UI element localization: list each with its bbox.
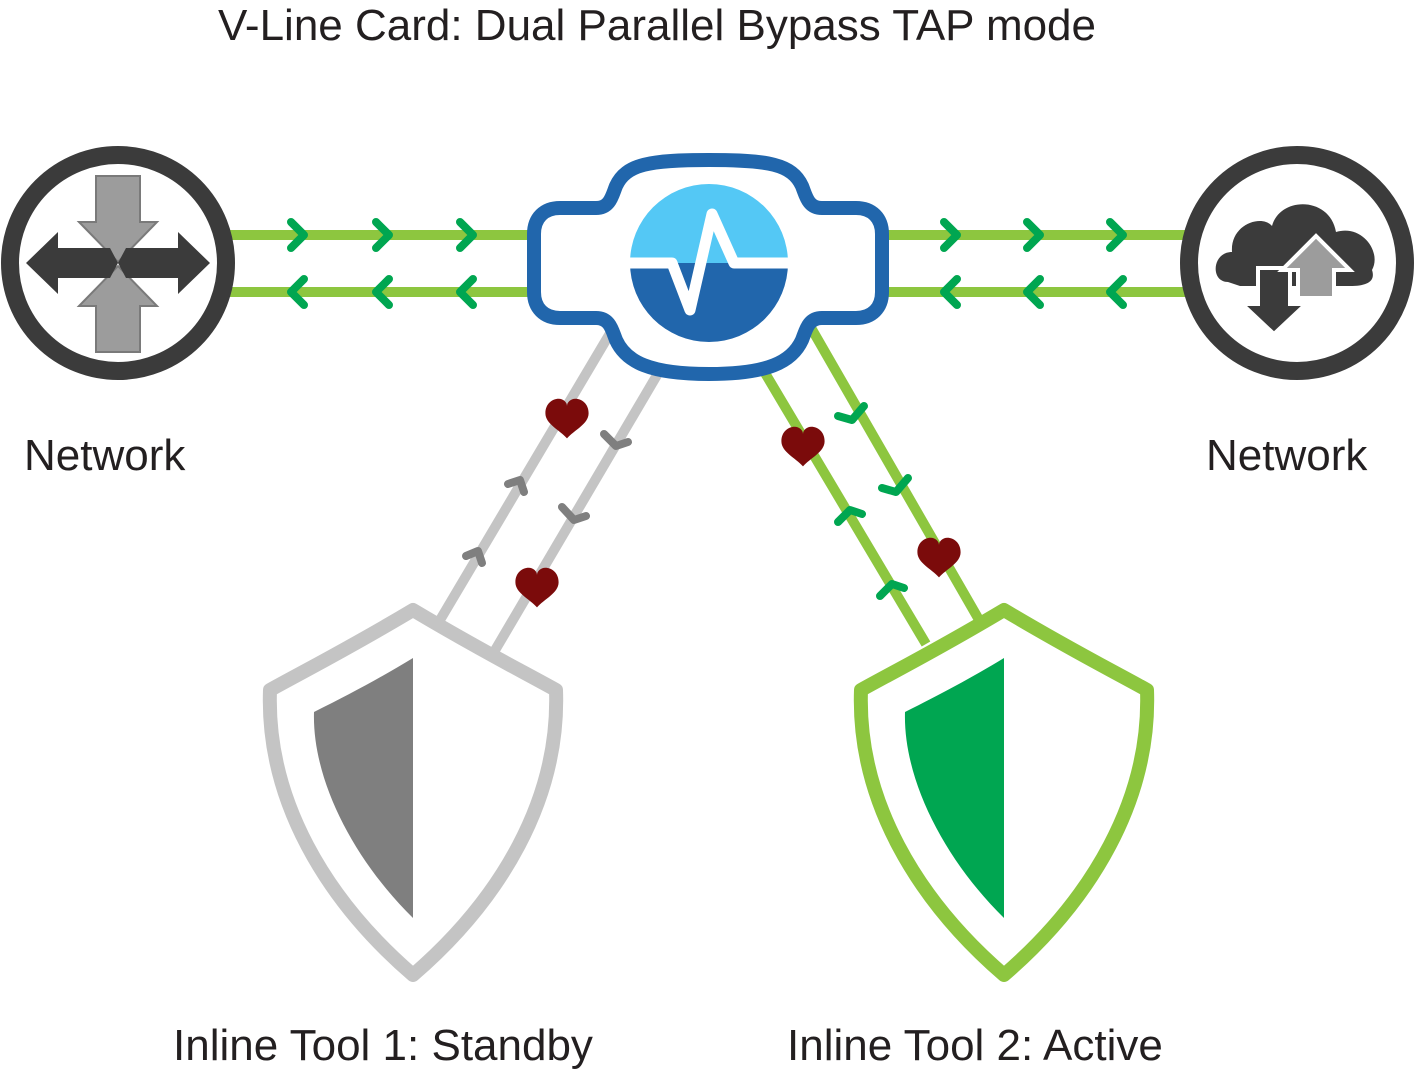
network-left-label: Network: [24, 431, 186, 480]
chevrons-right-right: [940, 218, 1127, 309]
chevrons-tool2: [834, 402, 912, 600]
tool1-label: Inline Tool 1: Standby: [173, 1021, 593, 1070]
link-card-to-tool1: [435, 327, 665, 655]
diagram-title: V-Line Card: Dual Parallel Bypass TAP mo…: [218, 1, 1097, 50]
tool2-shield: [853, 603, 1155, 982]
shield-icon: [262, 603, 564, 982]
chevrons-tool1: [462, 430, 632, 567]
link-card-to-tool2: [757, 323, 983, 647]
shield-icon: [853, 603, 1155, 982]
heartbeat-pulse-icon: [624, 184, 794, 342]
tool1-shield: [262, 603, 564, 982]
link-card-to-right: [878, 230, 1190, 297]
network-right-label: Network: [1206, 431, 1368, 480]
vline-card-node: [527, 152, 889, 382]
network-left-node: [1, 146, 235, 380]
tool2-label: Inline Tool 2: Active: [787, 1021, 1163, 1070]
cloud-upload-download-icon: [1215, 204, 1375, 337]
router-arrows-icon: [26, 175, 210, 353]
chevrons-right-left: [287, 218, 477, 309]
network-right-node: [1180, 146, 1414, 380]
